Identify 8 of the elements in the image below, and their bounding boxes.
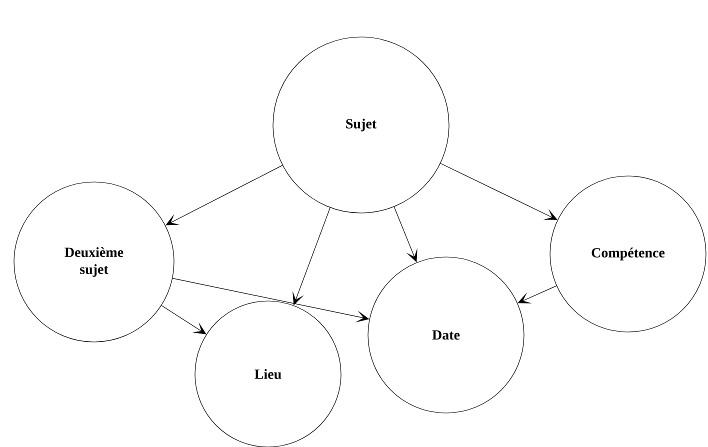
arrow [394, 206, 418, 262]
circle-node: Sujet [272, 36, 450, 214]
circle-node: Date [368, 256, 524, 414]
arrow [161, 305, 206, 334]
circle-node: Deuxième sujet [14, 182, 174, 342]
arrow [440, 163, 558, 220]
circle-node: Compétence [550, 176, 706, 332]
arrow [518, 286, 557, 304]
